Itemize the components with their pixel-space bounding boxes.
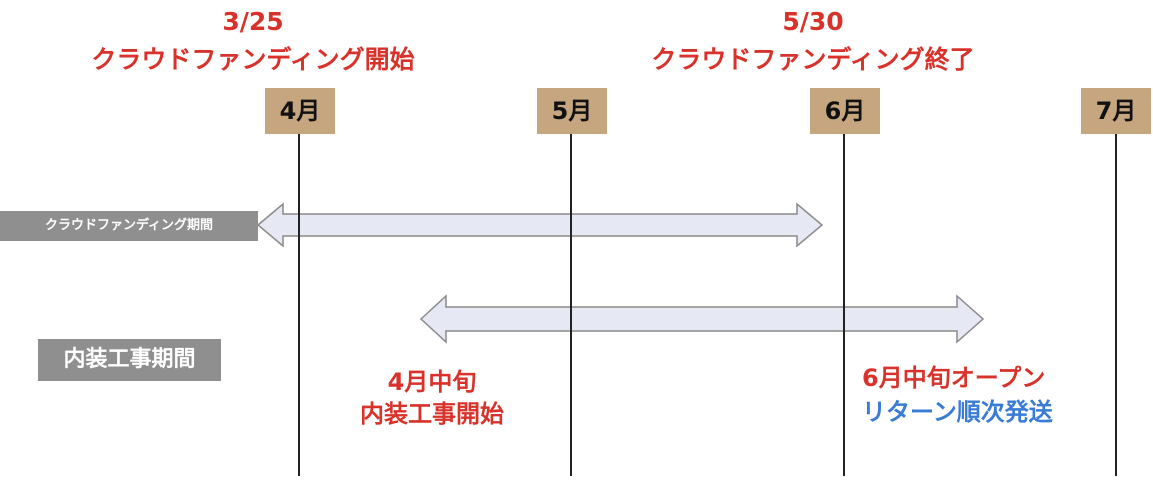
month-label-7: 7月: [1081, 88, 1151, 134]
end-date: 5/30: [782, 7, 844, 36]
month-label-6: 6月: [810, 88, 880, 134]
start-label: クラウドファンディング開始: [91, 45, 415, 74]
month-line-6: [843, 134, 845, 476]
month-label-4: 4月: [265, 88, 335, 134]
start-date: 3/25: [222, 7, 284, 36]
month-label-5: 5月: [537, 88, 607, 134]
returns-shipping-note: リターン順次発送: [862, 398, 1053, 426]
month-line-7: [1115, 134, 1117, 476]
opening-note: 6月中旬オープン: [862, 364, 1046, 392]
crowdfunding-period-arrow: [256, 202, 824, 248]
construction-period-arrow: [419, 294, 985, 344]
construction-start-label: 内装工事開始: [360, 400, 504, 428]
construction-period-label: 内装工事期間: [38, 339, 221, 381]
month-line-4: [298, 134, 300, 476]
end-label: クラウドファンディング終了: [651, 45, 975, 74]
crowdfunding-period-label: クラウドファンディング期間: [0, 211, 258, 241]
construction-start-month: 4月中旬: [387, 368, 477, 396]
month-line-5: [570, 134, 572, 476]
